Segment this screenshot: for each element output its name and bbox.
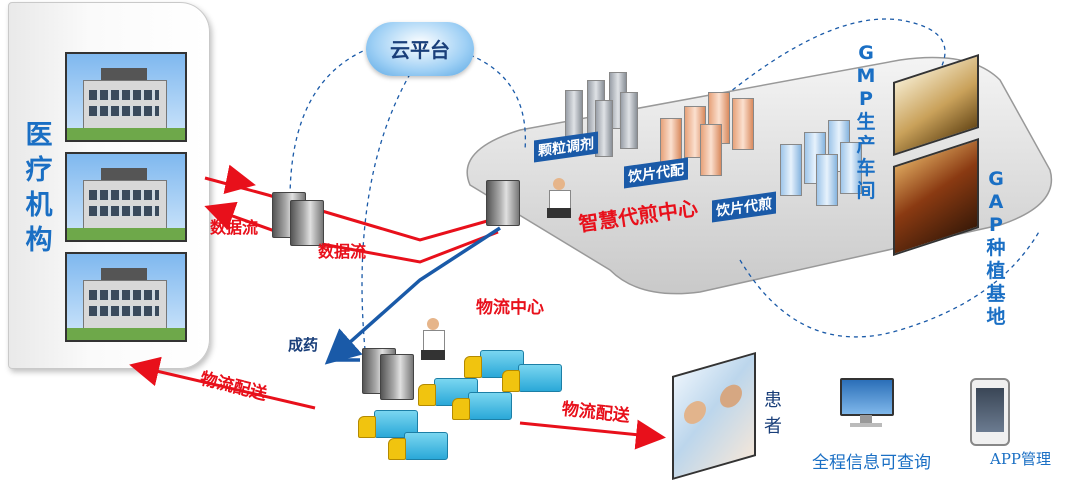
hospital-building-image [65, 152, 187, 242]
app-management-label: APP管理 [990, 450, 1052, 468]
phone-app-icon [970, 378, 1010, 446]
hospital-building-image [65, 52, 187, 142]
logistics-operator-icon [418, 318, 448, 362]
cloud-platform-label: 云平台 [390, 38, 450, 62]
hospital-label: 医疗机构 [25, 120, 53, 256]
hospital-building-image [65, 252, 187, 342]
data-flow-label: 数据流 [318, 242, 367, 261]
delivery-trucks-group [418, 378, 540, 458]
data-flow-label: 数据流 [210, 218, 259, 237]
operator-person-icon [545, 178, 573, 220]
server-icon [486, 180, 520, 226]
patient-label: 患者 [764, 390, 782, 437]
monitor-icon [840, 378, 894, 440]
cloud-platform-icon [366, 22, 474, 76]
medicine-label: 成药 [288, 336, 319, 354]
delivery-trucks-group [464, 350, 590, 470]
delivery-trucks-group [358, 410, 480, 480]
logistics-center-label: 物流中心 [476, 298, 544, 318]
server-icon [380, 354, 414, 400]
info-query-label: 全程信息可查询 [812, 453, 931, 473]
server-icon [290, 200, 324, 246]
